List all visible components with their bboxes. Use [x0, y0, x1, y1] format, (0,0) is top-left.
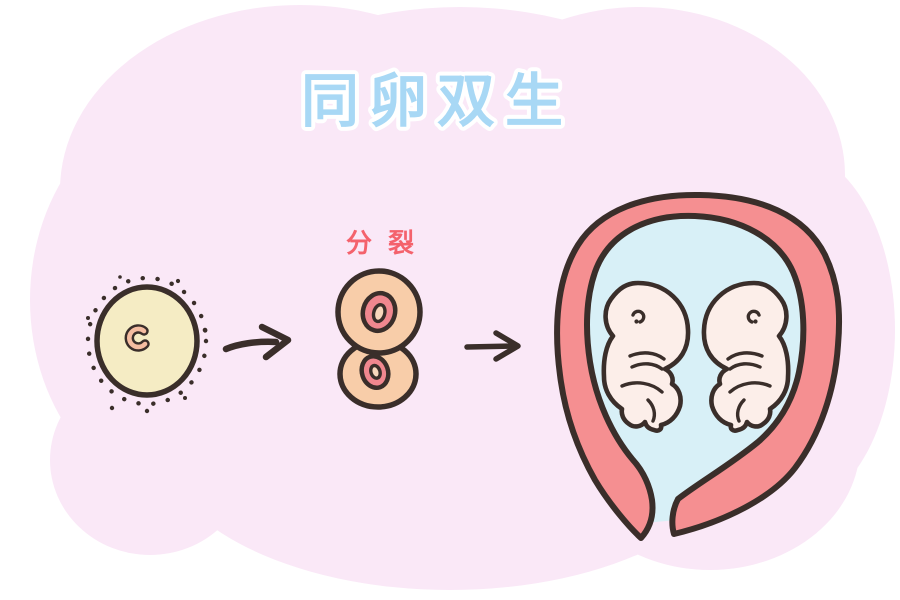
- arrow-right-icon: [222, 323, 292, 361]
- egg-nucleus: [124, 324, 150, 352]
- egg-extra-dots: [86, 275, 208, 414]
- division-label: 分裂: [346, 229, 430, 259]
- fertilized-egg: [85, 275, 209, 414]
- eye-icon: [631, 309, 646, 324]
- egg-dotted-ring: [85, 275, 209, 407]
- page-title: 同卵双生: [301, 67, 573, 135]
- uterus-wall: [554, 191, 843, 541]
- cell-top-nucleus: [360, 290, 398, 334]
- fetus-left: [601, 280, 691, 433]
- cell-bottom-nucleus: [359, 354, 391, 390]
- uterus-with-twins: [554, 191, 843, 541]
- dividing-cells: 分裂: [335, 229, 430, 410]
- arrow-right-icon: [464, 330, 521, 362]
